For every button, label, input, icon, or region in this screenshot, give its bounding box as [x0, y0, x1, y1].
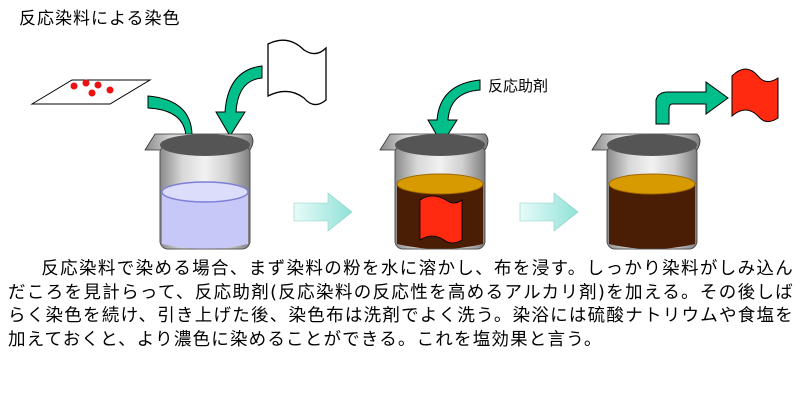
powder-particle: [82, 79, 90, 87]
beaker-dye-bath: [379, 133, 489, 250]
powder-particle: [88, 89, 96, 97]
fabric-into-beaker-arrow: [215, 65, 263, 137]
immersed-fabric: [419, 195, 463, 244]
powder-particle: [94, 81, 102, 89]
beaker-water: [144, 133, 254, 250]
powder-particle: [106, 86, 114, 94]
description-text: 反応染料で染める場合、まず染料の粉を水に溶かし、布を浸す。しっかり染料がしみ込ん…: [8, 259, 794, 350]
dyeing-diagram: [30, 39, 779, 250]
white-fabric: [267, 39, 327, 106]
reaction-agent-label: 反応助剤: [488, 77, 549, 95]
diagram-title: 反応染料による染色: [19, 9, 181, 29]
fabric-out-arrow: [655, 81, 729, 125]
beaker-after-dyeing: [591, 133, 701, 250]
step-arrow-2: [519, 192, 579, 232]
powder-particle: [70, 82, 78, 90]
dye-powder-paper: [30, 79, 152, 105]
red-dyed-fabric: [731, 68, 779, 122]
step-arrow-1: [293, 192, 353, 232]
